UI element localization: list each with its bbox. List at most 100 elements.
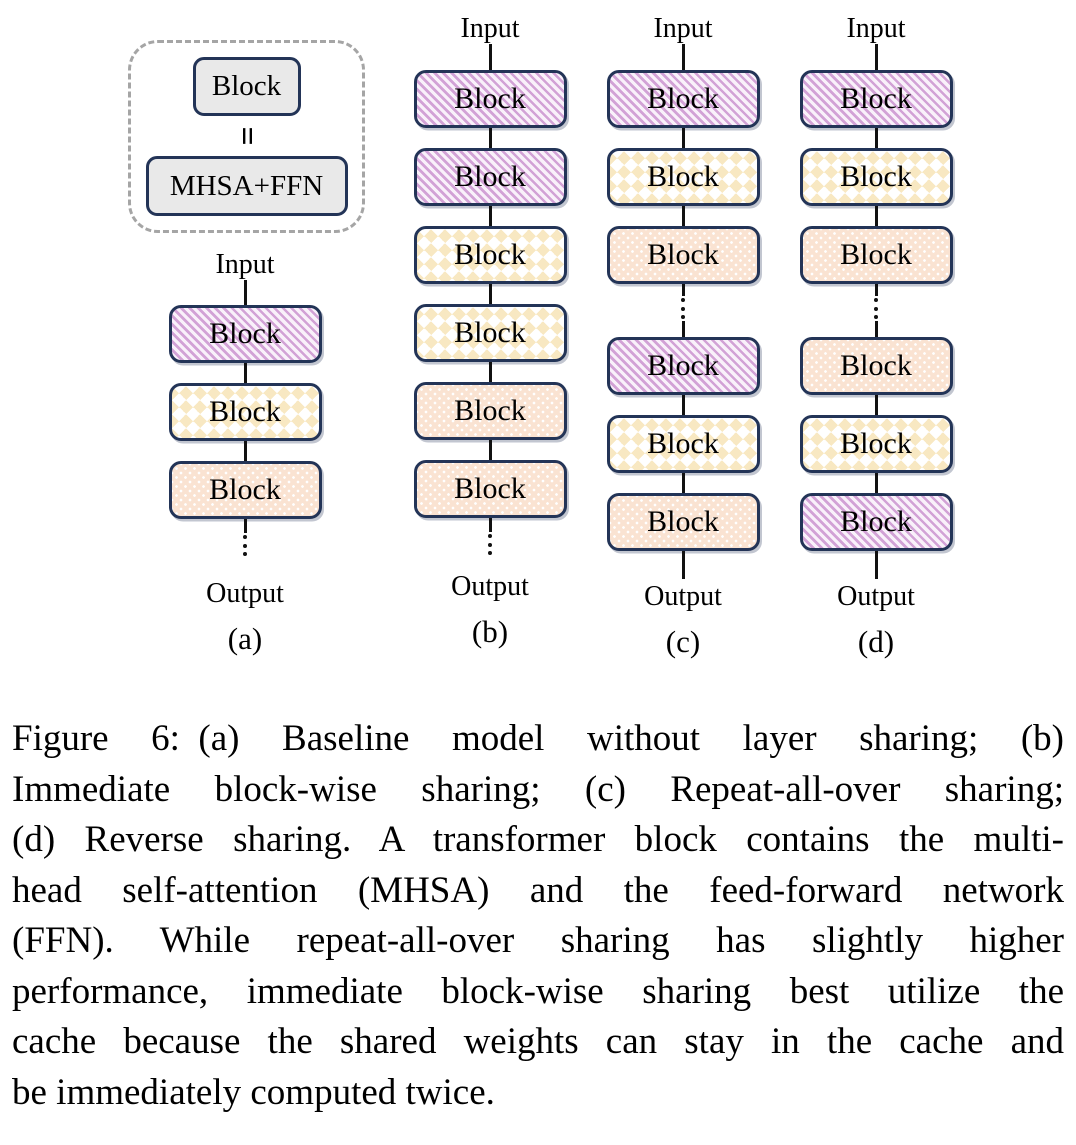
connector-line [681,395,685,415]
connector-line [488,362,492,382]
output-label: Output [837,581,915,612]
block-label: Block [209,317,281,350]
subfigure-label-b: (b) [471,614,509,649]
connector-line [874,44,878,70]
block-label: Block [840,82,912,115]
connector-line [488,128,492,148]
transformer-block: Block [799,70,953,128]
transformer-block: Block [168,383,322,441]
caption-line: Figure 6: (a) Baseline model without lay… [12,718,1064,759]
input-label: Input [215,249,275,280]
column-a-baseline: Input Block Block Block Output (a) [165,0,325,656]
transformer-block: Block [413,304,567,362]
connector-line [681,284,685,296]
connector-line [488,518,492,532]
transformer-block: Block [606,337,760,395]
output-label: Output [451,571,529,602]
block-label: Block [647,82,719,115]
connector-line [681,321,685,337]
connector-line [681,473,685,493]
caption-line: (FFN). While repeat-all-over sharing has… [12,920,1064,961]
transformer-block: Block [606,70,760,128]
connector-line [681,206,685,226]
transformer-block: Block [413,460,567,518]
vertical-ellipsis-icon [243,533,247,558]
connector-line [874,473,878,493]
block-label: Block [840,349,912,382]
block-label: Block [647,238,719,271]
transformer-block: Block [799,226,953,284]
column-c-repeat-all-over: Input Block Block Block Block Block Bloc… [603,0,763,659]
transformer-block: Block [168,305,322,363]
input-label: Input [460,13,520,44]
legend-mhsa-ffn-label: MHSA+FFN [169,169,324,202]
block-label: Block [647,505,719,538]
transformer-block: Block [413,382,567,440]
caption-line: be immediately computed twice. [12,1071,495,1113]
column-d-reverse-sharing: Input Block Block Block Block Block Bloc… [796,0,956,659]
output-label: Output [644,581,722,612]
connector-line [488,44,492,70]
connector-line [874,395,878,415]
legend-block-box: Block [192,57,301,116]
transformer-block: Block [799,415,953,473]
block-label: Block [840,427,912,460]
block-label: Block [840,160,912,193]
connector-line [488,206,492,226]
transformer-block: Block [168,461,322,519]
subfigure-label-d: (d) [857,624,895,659]
vertical-ellipsis-icon [874,296,878,321]
block-label: Block [454,316,526,349]
figure-caption: Figure 6: (a) Baseline model without lay… [12,714,1064,1118]
transformer-block: Block [606,148,760,206]
block-label: Block [647,349,719,382]
connector-line [874,284,878,296]
block-label: Block [209,395,281,428]
transformer-block: Block [413,226,567,284]
transformer-block: Block [799,337,953,395]
connector-line [681,44,685,70]
transformer-block: Block [606,493,760,551]
connector-line [874,206,878,226]
transformer-block: Block [413,70,567,128]
caption-line: Immediate block-wise sharing; (c) Repeat… [12,768,1064,810]
transformer-block: Block [606,226,760,284]
input-label: Input [653,13,713,44]
caption-line: head self-attention (MHSA) and the feed-… [12,869,1064,911]
block-label: Block [840,238,912,271]
connector-line [874,321,878,337]
transformer-block: Block [799,148,953,206]
legend-mhsa-ffn-box: MHSA+FFN [145,156,348,216]
input-label: Input [846,13,906,44]
block-label: Block [454,160,526,193]
legend-block-label: Block [211,70,282,102]
block-label: Block [454,394,526,427]
connector-line [243,363,247,383]
transformer-block: Block [799,493,953,551]
block-label: Block [454,238,526,271]
block-label: Block [647,427,719,460]
caption-line: performance, immediate block-wise sharin… [12,970,1064,1012]
block-label: Block [647,160,719,193]
connector-line [488,440,492,460]
connector-line [488,284,492,304]
connector-line [681,128,685,148]
connector-line [874,551,878,579]
block-definition-legend: Block = MHSA+FFN [128,40,365,233]
block-label: Block [454,82,526,115]
connector-line [874,128,878,148]
output-label: Output [206,578,284,609]
transformer-block: Block [606,415,760,473]
connector-line [681,551,685,579]
caption-line: (d) Reverse sharing. A transformer block… [12,819,1064,860]
caption-line: cache because the shared weights can sta… [12,1021,1064,1062]
connector-line [243,280,247,305]
subfigure-label-c: (c) [665,624,701,659]
vertical-ellipsis-icon [488,532,492,557]
connector-line [243,519,247,533]
block-label: Block [454,472,526,505]
block-label: Block [209,473,281,506]
column-b-immediate-sharing: Input Block Block Block Block Block Bloc… [410,0,570,649]
subfigure-label-a: (a) [227,621,263,656]
